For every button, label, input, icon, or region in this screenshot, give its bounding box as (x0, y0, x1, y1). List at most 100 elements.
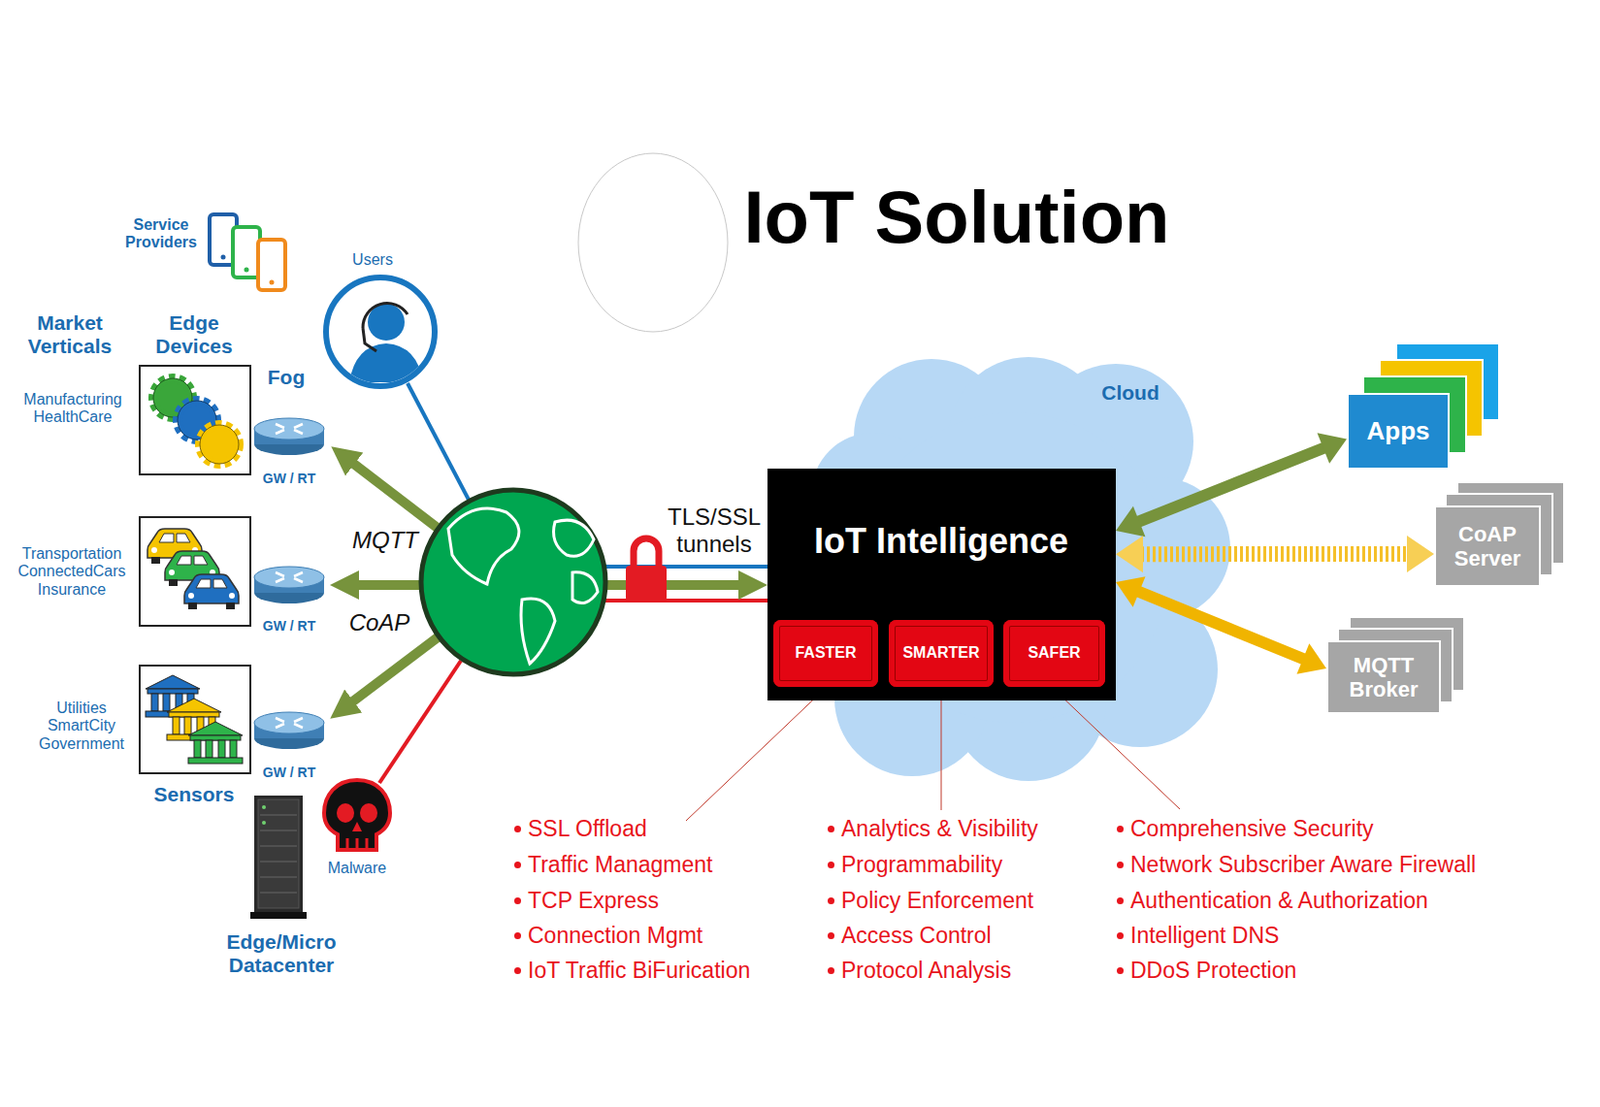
node-text: Malware (327, 859, 387, 878)
car-icon-box (168, 579, 178, 587)
gateway-router-shape (252, 563, 327, 607)
malware-skull-shape (336, 803, 355, 823)
gateway-router: GW / RT (252, 709, 327, 752)
car-icon-box (151, 556, 161, 564)
user-circle-shape (349, 303, 424, 383)
server-rack: Edge/Micro Datacenter (250, 795, 307, 919)
bullet-dot (827, 825, 835, 833)
arrow-shaft (1137, 590, 1306, 660)
arrow-head (1317, 432, 1347, 464)
globe (421, 489, 606, 675)
arrow-shaft (1137, 447, 1325, 523)
phone-icons (269, 280, 275, 286)
car-icon-box (195, 579, 228, 588)
globe-links (347, 458, 439, 529)
group-label: Service Providers (119, 216, 203, 253)
feature-item: Authentication & Authorization (1130, 887, 1429, 914)
car-icon-box (139, 517, 251, 626)
malware-skull-shape (324, 780, 391, 850)
car-icon-box (176, 555, 208, 565)
phone-icons (221, 255, 227, 261)
arrow-shaft (1141, 546, 1409, 562)
column-heading: Sensors (154, 783, 235, 807)
car-icon-box (226, 602, 235, 610)
bullet-dot (1116, 861, 1124, 869)
server-rack-shape (250, 912, 307, 919)
node-text: IoT Intelligence (814, 521, 1069, 561)
building-icon-box (205, 740, 213, 758)
feature-box: SAFER (1003, 620, 1106, 687)
feature-item: DDoS Protection (1130, 957, 1297, 983)
globe (554, 520, 595, 556)
arrow-head (1115, 506, 1145, 538)
gateway-router-shape (254, 712, 325, 734)
car-icon-box (151, 547, 158, 554)
globe-links (603, 580, 748, 590)
phone-icons (232, 227, 261, 278)
feature-box: SMARTER (888, 620, 994, 687)
bullet-dot (827, 897, 835, 905)
car-icon-box (168, 569, 175, 576)
server-rack-shape (260, 815, 297, 893)
car-icon-box (188, 602, 197, 610)
padlock (625, 565, 667, 602)
node-text: Users (352, 251, 393, 269)
node-text: FASTER (794, 644, 856, 662)
user-circle-shape (322, 273, 439, 391)
leader-lines (941, 686, 943, 811)
padlock (625, 538, 667, 602)
node-text: Cloud (1101, 381, 1159, 405)
user-circle-shape (326, 277, 435, 387)
gear-icon-box (139, 365, 251, 475)
feature-item: Analytics & Visibility (841, 816, 1039, 842)
user-circle-shape (362, 327, 377, 352)
building-icon-box (163, 693, 170, 712)
globe (572, 572, 598, 604)
tunnel-label: TLS/SSL tunnels (659, 503, 769, 557)
user-circle: Users (322, 273, 439, 391)
phone-icons (244, 267, 250, 273)
user-circle-shape (362, 303, 408, 328)
leader-lines (685, 686, 827, 821)
building-icon-box (184, 717, 192, 735)
feature-item: Network Subscriber Aware Firewall (1130, 851, 1476, 878)
padlock (633, 538, 659, 567)
building-icon-box (145, 675, 200, 689)
app-stack: Apps (1346, 392, 1450, 470)
globe-links (407, 383, 469, 500)
vertical-label: Transportation ConnectedCars Insurance (8, 545, 135, 599)
feature-item: Protocol Analysis (841, 957, 1012, 983)
building-icon-box (229, 740, 237, 758)
gateway-router-shape (275, 572, 303, 583)
car-icon-box (188, 592, 195, 599)
arrow-head (1296, 643, 1327, 674)
building-icon-box (188, 721, 243, 736)
feature-item: IoT Traffic BiFurication (527, 957, 751, 983)
gateway-router: GW / RT (252, 563, 327, 607)
globe-links (346, 383, 768, 784)
globe-links (346, 637, 438, 707)
feature-item: Comprehensive Security (1130, 816, 1374, 842)
feature-item: Connection Mgmt (527, 922, 703, 948)
column-heading: Market Verticals (17, 311, 123, 359)
diagram-title: IoT Solution (743, 174, 1170, 260)
bullet-dot (827, 932, 835, 940)
title-ring (578, 153, 728, 332)
car-icon-box (184, 574, 239, 610)
globe-links (379, 660, 461, 784)
node-text: SMARTER (902, 644, 980, 662)
node-text: SAFER (1027, 644, 1080, 662)
building-icon-box (139, 665, 251, 774)
gateway-router-shape (275, 424, 303, 434)
globe (421, 489, 606, 675)
server-rack-shape (250, 795, 307, 919)
malware-skull-shape (352, 821, 362, 832)
server-rack-shape (258, 799, 299, 909)
building-icon-box (168, 712, 220, 718)
malware-skull-shape (347, 838, 367, 850)
server-rack-shape (261, 805, 266, 810)
node-text: GW / RT (262, 618, 316, 634)
bullet-dot (827, 967, 835, 975)
building-icon-box (218, 740, 226, 758)
